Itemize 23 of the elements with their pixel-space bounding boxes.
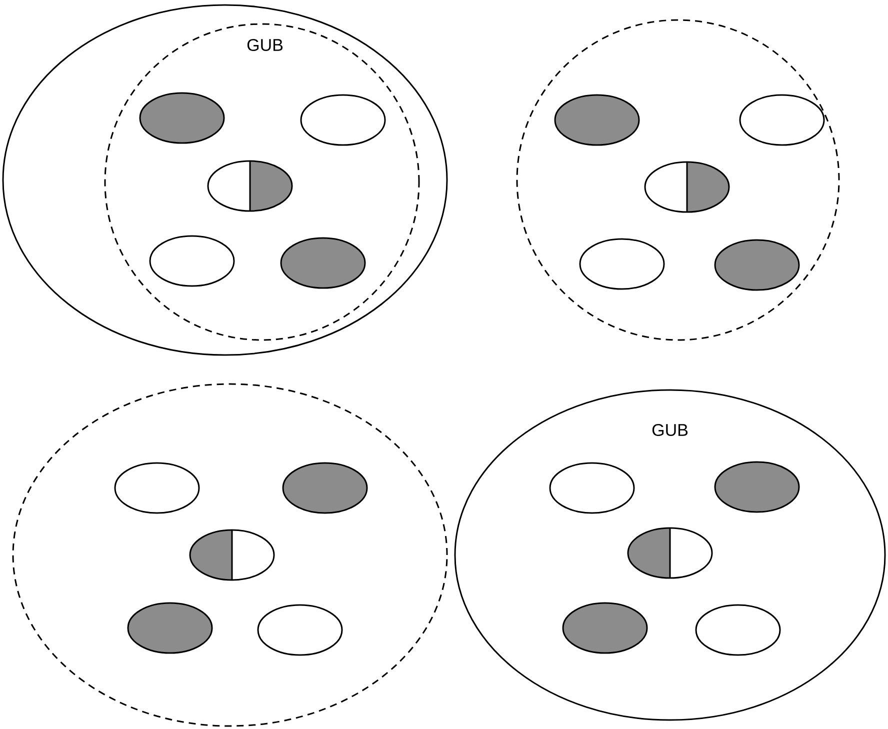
open-ellipse xyxy=(739,94,825,146)
half-shaded-ellipse xyxy=(207,160,293,212)
shaded-ellipse xyxy=(554,94,640,146)
dashed-circle xyxy=(12,383,448,727)
half-shaded-ellipse xyxy=(189,529,275,581)
open-ellipse xyxy=(695,604,781,656)
shaded-ellipse xyxy=(139,92,225,144)
shaded-ellipse xyxy=(280,237,366,289)
solid-circle xyxy=(2,4,448,356)
dashed-circle xyxy=(516,19,840,341)
shaded-ellipse xyxy=(562,602,648,654)
open-ellipse xyxy=(257,604,343,656)
shaded-ellipse xyxy=(714,239,800,291)
half-shaded-ellipse xyxy=(644,161,730,213)
shaded-ellipse xyxy=(714,461,800,513)
open-ellipse xyxy=(149,235,235,287)
open-ellipse xyxy=(579,238,665,290)
shaded-ellipse xyxy=(127,602,213,654)
open-ellipse xyxy=(114,462,200,514)
half-shaded-ellipse xyxy=(627,527,713,579)
open-ellipse xyxy=(300,94,386,146)
open-ellipse xyxy=(549,462,635,514)
shaded-ellipse xyxy=(282,462,368,514)
